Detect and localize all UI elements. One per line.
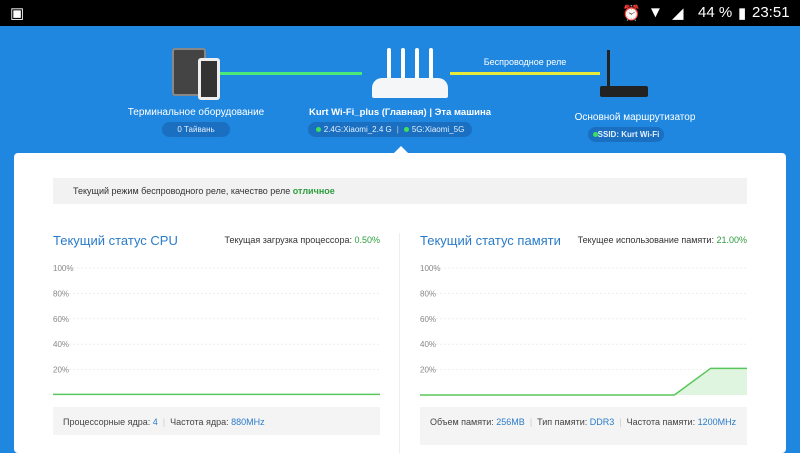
relay-label: Беспроводное реле bbox=[483, 57, 567, 67]
alarm-icon: ⏰ bbox=[622, 5, 641, 22]
ssid-text: SSID: Kurt Wi-Fi bbox=[597, 130, 660, 139]
clock: 23:51 bbox=[752, 4, 790, 21]
router-name: Kurt Wi-Fi_plus (Главная) | Эта машина bbox=[309, 107, 491, 118]
divider bbox=[399, 233, 400, 453]
cpu-freq-value: 880MHz bbox=[231, 417, 265, 427]
main-router-icon bbox=[598, 50, 648, 98]
band-5: 5G:Xiaomi_5G bbox=[411, 125, 465, 134]
y-tick-label: 60% bbox=[53, 315, 69, 324]
memory-usage: Текущее использование памяти: 21.00% bbox=[578, 235, 747, 245]
router-icon bbox=[370, 48, 450, 98]
relay-quality: отличное bbox=[292, 186, 335, 196]
ssid-badge[interactable]: SSID: Kurt Wi-Fi bbox=[588, 127, 664, 142]
memory-info: Объем памяти: 256MB|Тип памяти: DDR3|Час… bbox=[420, 407, 747, 445]
relay-notice: Текущий режим беспроводного реле, качест… bbox=[53, 178, 747, 204]
series-area bbox=[420, 368, 747, 395]
notice-text: Текущий режим беспроводного реле, качест… bbox=[73, 186, 293, 196]
terminal-link-line bbox=[210, 72, 362, 75]
y-tick-label: 40% bbox=[420, 340, 436, 349]
y-tick-label: 40% bbox=[53, 340, 69, 349]
mem-freq-value: 1200MHz bbox=[697, 417, 737, 427]
band-24: 2.4G:Xiaomi_2.4 G bbox=[323, 125, 392, 134]
memory-usage-label: Текущее использование памяти: bbox=[577, 235, 714, 245]
y-tick-label: 60% bbox=[420, 315, 436, 324]
wifi-icon: ▼ bbox=[648, 4, 663, 21]
this-machine-text: Эта машина bbox=[434, 107, 491, 118]
memory-chart: 100% 80% 60% 40% 20% bbox=[420, 264, 747, 396]
status-bar: ▣ ⏰ ▼ ◢ 44 % ▮ 23:51 bbox=[0, 0, 800, 26]
main-router-label: Основной маршрутизатор bbox=[574, 112, 696, 123]
y-tick-label: 20% bbox=[420, 366, 436, 375]
signal-icon: ◢ bbox=[672, 5, 684, 22]
mem-type-value: DDR3 bbox=[589, 417, 615, 427]
router-name-text: Kurt Wi-Fi_plus (Главная) bbox=[309, 107, 427, 118]
pointer-arrow bbox=[394, 146, 408, 153]
phone-icon bbox=[198, 58, 220, 100]
battery-icon: ▮ bbox=[738, 5, 747, 22]
cpu-load-label: Текущая загрузка процессора: bbox=[224, 235, 352, 245]
mem-type-label: Тип памяти: bbox=[537, 417, 588, 427]
band-badge[interactable]: 2.4G:Xiaomi_2.4 G|5G:Xiaomi_5G bbox=[308, 122, 472, 137]
y-tick-label: 100% bbox=[53, 264, 73, 273]
cores-label: Процессорные ядра: bbox=[63, 417, 151, 427]
battery-text: 44 % bbox=[698, 4, 733, 21]
memory-title: Текущий статус памяти bbox=[420, 233, 561, 248]
terminal-count-badge[interactable]: 0 Тайвань bbox=[162, 122, 230, 137]
series-line bbox=[420, 367, 747, 396]
mem-size-value: 256MB bbox=[496, 417, 525, 427]
cpu-load-value: 0.50% bbox=[354, 235, 380, 245]
y-tick-label: 80% bbox=[420, 289, 436, 298]
status-card: Текущий режим беспроводного реле, качест… bbox=[14, 153, 786, 453]
cpu-chart: 100% 80% 60% 40% 20% bbox=[53, 264, 380, 396]
memory-usage-value: 21.00% bbox=[716, 235, 747, 245]
cpu-title: Текущий статус CPU bbox=[53, 233, 178, 248]
mem-freq-label: Частота памяти: bbox=[626, 417, 696, 427]
y-tick-label: 100% bbox=[420, 264, 440, 273]
cpu-info: Процессорные ядра: 4|Частота ядра: 880MH… bbox=[53, 407, 380, 435]
cpu-freq-label: Частота ядра: bbox=[170, 417, 229, 427]
mem-size-label: Объем памяти: bbox=[430, 417, 494, 427]
cpu-load: Текущая загрузка процессора: 0.50% bbox=[224, 235, 380, 245]
y-tick-label: 80% bbox=[53, 289, 69, 298]
relay-link-line bbox=[450, 72, 600, 75]
cores-value: 4 bbox=[152, 417, 158, 427]
terminal-label: Терминальное оборудование bbox=[127, 107, 265, 118]
y-tick-label: 20% bbox=[53, 366, 69, 375]
gallery-icon: ▣ bbox=[10, 5, 25, 22]
